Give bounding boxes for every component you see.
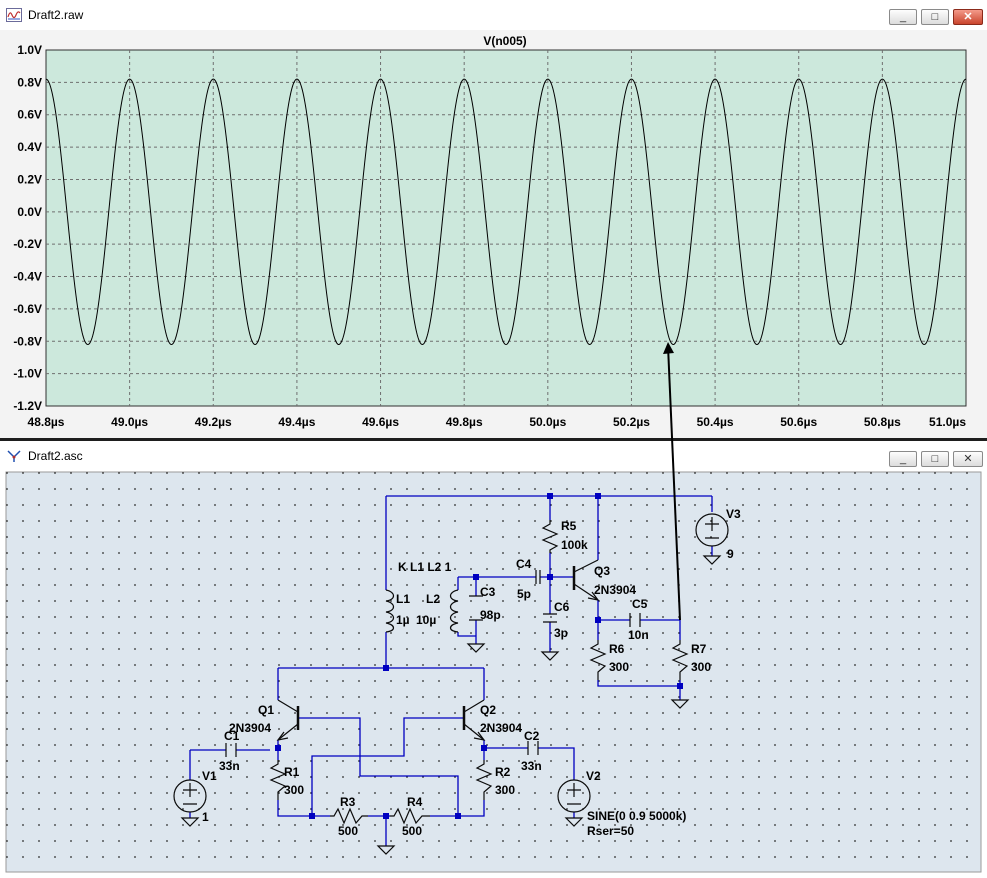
plot-area [45,49,967,407]
y-tick-label: -1.0V [13,367,42,381]
schematic-minimize-button[interactable]: _ [889,451,917,467]
x-tick-label: 49.4µs [278,415,315,429]
waveform-icon [6,8,22,22]
x-tick-label: 50.0µs [529,415,566,429]
x-tick-label: 49.0µs [111,415,148,429]
y-axis-ticks: 1.0V 0.8V 0.6V 0.4V 0.2V 0.0V -0.2V -0.4V -0.6V -… [13,43,42,413]
window-divider [0,438,987,441]
schematic-close-button[interactable]: ✕ [953,451,983,467]
trace-v-n005[interactable] [45,78,967,346]
plot-window-title: Draft2.raw [28,8,84,22]
y-tick-label: -0.8V [13,334,42,348]
x-tick-label: 50.8µs [864,415,901,429]
plot-window: Draft2.raw _ □ ✕ 1.0V 0.8V 0.6V 0.4V 0.2V 0.0… [0,0,987,438]
x-tick-label: 50.2µs [613,415,650,429]
x-tick-label: 49.2µs [195,415,232,429]
y-tick-label: 1.0V [17,43,42,57]
x-tick-label: 48.8µs [28,415,65,429]
trace-title[interactable]: V(n005) [483,34,526,48]
x-tick-label: 50.6µs [780,415,817,429]
y-tick-label: 0.8V [17,75,42,89]
y-tick-label: 0.6V [17,108,42,122]
schematic-maximize-button[interactable]: □ [921,451,949,467]
y-tick-label: -0.4V [13,270,42,284]
schematic-window-titlebar[interactable]: Draft2.asc _ □ ✕ [0,441,987,469]
maximize-button[interactable]: □ [921,9,949,25]
x-tick-label: 49.8µs [446,415,483,429]
y-tick-label: 0.2V [17,172,42,186]
x-tick-label: 51.0µs [929,415,966,429]
minimize-button[interactable]: _ [889,9,917,25]
plot-window-titlebar[interactable]: Draft2.raw _ □ ✕ [0,0,987,30]
y-tick-label: 0.4V [17,140,42,154]
y-tick-label: -0.2V [13,237,42,251]
schematic-icon [7,450,21,462]
close-button[interactable]: ✕ [953,9,983,25]
y-tick-label: -1.2V [13,399,42,413]
waveform-plot[interactable]: 1.0V 0.8V 0.6V 0.4V 0.2V 0.0V -0.2V -0.4V -0.6V -… [0,30,987,438]
x-tick-label: 49.6µs [362,415,399,429]
x-axis-ticks: 48.8µs 49.0µs 49.2µs 49.4µs 49.6µs 49.8µs 50.0… [28,415,967,429]
y-tick-label: -0.6V [13,302,42,316]
plot-grid [46,50,966,406]
schematic-window-title: Draft2.asc [28,449,83,463]
y-tick-label: 0.0V [17,205,42,219]
schematic-window: Draft2.asc _ □ ✕ [0,441,987,878]
x-tick-label: 50.4µs [697,415,734,429]
